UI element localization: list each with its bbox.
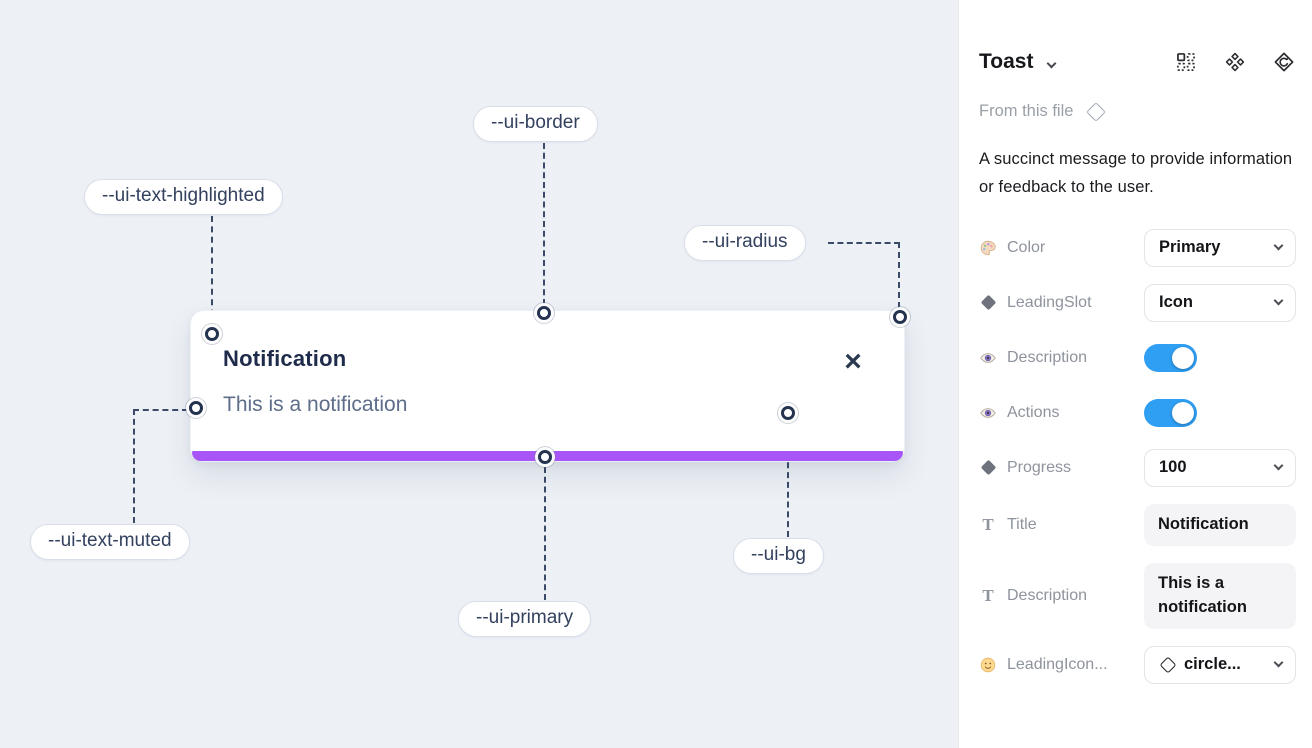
source-row: From this file [979, 101, 1296, 122]
prop-label-description: Description [1007, 348, 1088, 366]
toast-title: Notification [223, 346, 347, 371]
annotation-ui-radius: --ui-radius [684, 225, 806, 261]
prop-label-progress: Progress [1007, 458, 1072, 476]
prop-label-leadingicon: LeadingIcon... [1007, 655, 1108, 673]
annotation-ui-text-muted: --ui-text-muted [30, 524, 190, 560]
prop-row-description-field: Description This is a notification [979, 562, 1296, 629]
panel-header: Toast [979, 50, 1296, 74]
prop-label-description-field: Description [1007, 586, 1088, 604]
prop-row-progress: Progress 100 [979, 448, 1296, 487]
variants-icon[interactable] [1223, 50, 1247, 74]
text-icon [979, 587, 997, 605]
annotation-ui-text-highlighted: --ui-text-highlighted [84, 179, 283, 215]
prop-label-leadingslot: LeadingSlot [1007, 293, 1092, 311]
description-field[interactable]: This is a notification [1144, 562, 1296, 629]
text-icon [979, 516, 997, 534]
diamond-icon [979, 294, 997, 312]
prop-label-title: Title [1007, 515, 1037, 533]
toast-description: This is a notification [223, 393, 408, 416]
connector-line-ui-border [543, 143, 545, 305]
design-canvas[interactable]: Notification This is a notification × --… [0, 0, 958, 748]
description-toggle[interactable] [1144, 343, 1197, 372]
eye-icon [979, 404, 997, 422]
chevron-down-icon[interactable] [1047, 54, 1057, 72]
anchor-point-ui-bg [781, 406, 795, 420]
leadingicon-select[interactable]: circle... [1144, 645, 1296, 684]
prop-row-color: Color Primary [979, 228, 1296, 267]
component-title: Toast [979, 50, 1034, 73]
component-diamond-icon [1086, 101, 1107, 122]
prop-label-actions: Actions [1007, 403, 1060, 421]
title-field[interactable]: Notification [1144, 503, 1296, 546]
anchor-point-ui-radius [893, 310, 907, 324]
source-label: From this file [979, 102, 1074, 120]
annotation-ui-bg: --ui-bg [733, 538, 824, 574]
connector-line-ui-primary [544, 467, 546, 600]
annotation-ui-border: --ui-border [473, 106, 598, 142]
go-to-main-component-icon[interactable] [1272, 50, 1296, 74]
properties-panel: Toast [958, 0, 1312, 748]
connector-line-ui-text-muted [133, 409, 188, 523]
anchor-point-ui-text-muted [189, 401, 203, 415]
color-select[interactable]: Primary [1144, 228, 1296, 267]
palette-icon [979, 239, 997, 257]
prop-row-actions-toggle: Actions [979, 394, 1296, 432]
annotation-ui-primary: --ui-primary [458, 601, 592, 637]
anchor-point-ui-primary [538, 450, 552, 464]
connector-line-ui-text-highlighted [211, 216, 213, 326]
smiley-icon [979, 656, 997, 674]
prop-row-title: Title Notification [979, 503, 1296, 546]
diamond-outline-icon [1159, 656, 1177, 674]
eye-icon [979, 349, 997, 367]
connector-line-ui-radius [828, 242, 900, 308]
anchor-point-ui-text-highlighted [205, 327, 219, 341]
toast-component: Notification This is a notification × [190, 310, 905, 462]
anchor-point-ui-border [537, 306, 551, 320]
prop-row-description-toggle: Description [979, 339, 1296, 377]
prop-row-leadingslot: LeadingSlot Icon [979, 283, 1296, 322]
progress-select[interactable]: 100 [1144, 448, 1296, 487]
actions-toggle[interactable] [1144, 398, 1197, 427]
prop-label-color: Color [1007, 238, 1046, 256]
diamond-icon [979, 459, 997, 477]
component-description: A succinct message to provide informatio… [979, 150, 1293, 197]
leadingslot-select[interactable]: Icon [1144, 283, 1296, 322]
close-icon[interactable]: × [844, 345, 862, 378]
prop-row-leadingicon: LeadingIcon... circle... [979, 645, 1296, 684]
instance-grid-icon[interactable] [1174, 50, 1198, 74]
connector-line-ui-bg [787, 423, 789, 537]
